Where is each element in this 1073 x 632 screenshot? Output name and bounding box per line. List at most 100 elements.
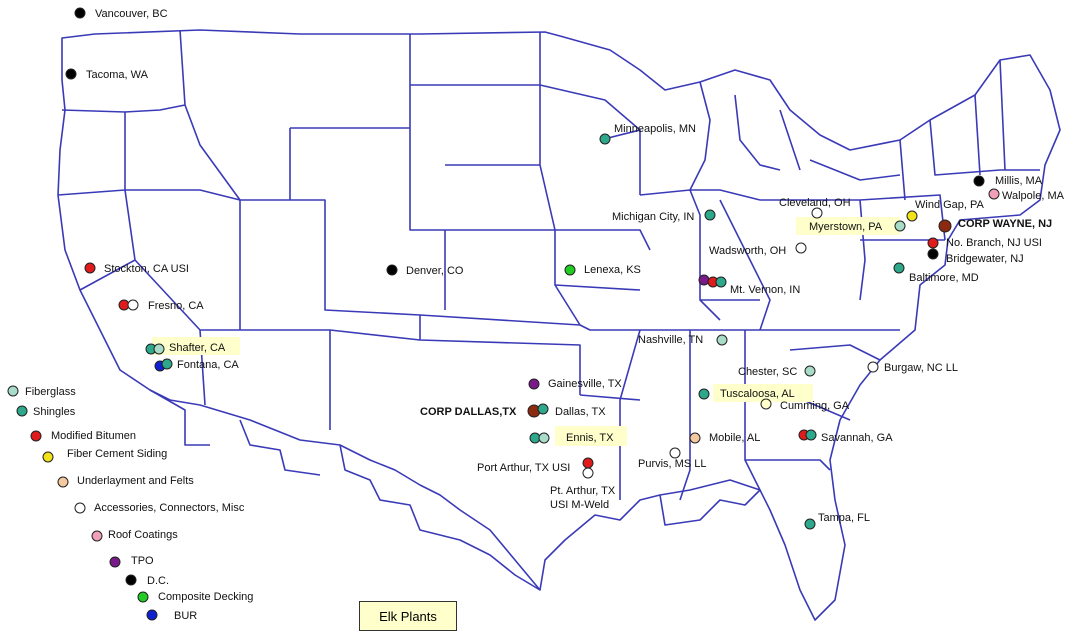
legend-label-modified-bitumen: Modified Bitumen	[51, 430, 136, 442]
marker-mt-vernon-3	[715, 276, 727, 288]
marker-ennis-2	[538, 432, 550, 444]
highlight-shafter	[152, 337, 240, 355]
highlight-tuscaloosa	[713, 384, 813, 402]
legend-swatch-fiber-cement	[42, 451, 54, 463]
marker-port-arthur-usi	[582, 457, 594, 469]
marker-pt-arthur	[582, 467, 594, 479]
legend-swatch-modified-bitumen	[30, 430, 42, 442]
marker-millis	[973, 175, 985, 187]
marker-no-branch	[927, 237, 939, 249]
legend: Fiberglass Shingles Modified Bitumen Fib…	[7, 385, 253, 622]
legend-swatch-shingles	[16, 405, 28, 417]
marker-tuscaloosa	[698, 388, 710, 400]
state-borders	[57, 29, 1061, 621]
legend-label-underlayment: Underlayment and Felts	[77, 475, 194, 487]
marker-fresno-2	[127, 299, 139, 311]
marker-fontana-2	[161, 358, 173, 370]
legend-label-roof-coatings: Roof Coatings	[108, 529, 178, 541]
label-mt-vernon: Mt. Vernon, IN	[730, 284, 800, 296]
legend-swatch-bur	[146, 609, 158, 621]
marker-nashville	[716, 334, 728, 346]
label-tampa: Tampa, FL	[818, 512, 870, 524]
marker-cumming	[760, 398, 772, 410]
label-burgaw: Burgaw, NC LL	[884, 362, 958, 374]
marker-mobile	[689, 432, 701, 444]
marker-denver	[386, 264, 398, 276]
label-nashville: Nashville, TN	[638, 334, 703, 346]
marker-minneapolis	[599, 133, 611, 145]
legend-label-fiber-cement: Fiber Cement Siding	[67, 448, 167, 460]
label-tuscaloosa: Tuscaloosa, AL	[720, 388, 795, 400]
great-lakes	[689, 81, 901, 191]
label-port-arthur-usi: Port Arthur, TX USI	[477, 462, 570, 474]
label-vancouver: Vancouver, BC	[95, 8, 168, 20]
label-usi-m-weld: USI M-Weld	[550, 499, 609, 511]
plant-markers	[65, 7, 1000, 530]
city-labels: Vancouver, BC Tacoma, WA Stockton, CA US…	[86, 8, 1065, 524]
label-walpole: Walpole, MA	[1002, 190, 1065, 202]
label-fontana: Fontana, CA	[177, 359, 239, 371]
label-corp-dallas: CORP DALLAS,TX	[420, 406, 517, 418]
marker-stockton	[84, 262, 96, 274]
legend-label-tpo: TPO	[131, 555, 154, 567]
label-ennis: Ennis, TX	[566, 432, 614, 444]
marker-wadsworth	[795, 242, 807, 254]
label-shafter: Shafter, CA	[169, 342, 226, 354]
label-chester: Chester, SC	[738, 366, 797, 378]
label-stockton: Stockton, CA USI	[104, 263, 189, 275]
marker-walpole	[988, 188, 1000, 200]
marker-burgaw	[867, 361, 879, 373]
marker-shafter-2	[153, 343, 165, 355]
marker-savannah-2	[805, 429, 817, 441]
label-corp-wayne: CORP WAYNE, NJ	[958, 218, 1052, 230]
legend-swatch-accessories	[74, 502, 86, 514]
label-dallas: Dallas, TX	[555, 406, 606, 418]
marker-purvis	[669, 447, 681, 459]
marker-lenexa	[564, 264, 576, 276]
label-gainesville: Gainesville, TX	[548, 378, 622, 390]
marker-vancouver	[74, 7, 86, 19]
label-baltimore: Baltimore, MD	[909, 272, 979, 284]
highlight-ennis	[555, 426, 627, 446]
label-myerstown: Myerstown, PA	[809, 221, 883, 233]
label-savannah: Savannah, GA	[821, 432, 893, 444]
label-wind-gap: Wind Gap, PA	[915, 199, 985, 211]
gulf-coast-detail	[149, 389, 761, 591]
marker-mt-vernon-1	[698, 274, 710, 286]
label-minneapolis: Minneapolis, MN	[614, 123, 696, 135]
marker-wind-gap	[906, 210, 918, 222]
marker-myerstown	[894, 220, 906, 232]
label-bridgewater: Bridgewater, NJ	[946, 253, 1024, 265]
label-cumming: Cumming, GA	[780, 400, 850, 412]
label-purvis: Purvis, MS LL	[638, 458, 706, 470]
label-lenexa: Lenexa, KS	[584, 264, 641, 276]
marker-gainesville	[528, 378, 540, 390]
marker-cleveland	[811, 207, 823, 219]
label-no-branch: No. Branch, NJ USI	[946, 237, 1042, 249]
label-denver: Denver, CO	[406, 265, 464, 277]
marker-baltimore	[893, 262, 905, 274]
legend-swatch-roof-coatings	[91, 530, 103, 542]
legend-label-dc: D.C.	[147, 575, 169, 587]
highlight-myerstown	[796, 217, 900, 235]
us-outline	[57, 29, 1061, 621]
marker-tampa	[804, 518, 816, 530]
marker-dallas	[537, 403, 549, 415]
label-fresno: Fresno, CA	[148, 300, 204, 312]
marker-bridgewater	[927, 248, 939, 260]
label-wadsworth: Wadsworth, OH	[709, 245, 786, 257]
label-pt-arthur: Pt. Arthur, TX	[550, 485, 616, 497]
marker-michigan-city	[704, 209, 716, 221]
legend-label-bur: BUR	[174, 610, 197, 622]
legend-label-composite-decking: Composite Decking	[158, 591, 253, 603]
label-cleveland: Cleveland, OH	[779, 197, 851, 209]
label-michigan-city: Michigan City, IN	[612, 211, 694, 223]
legend-swatch-fiberglass	[7, 385, 19, 397]
legend-swatch-composite-decking	[137, 591, 149, 603]
marker-tacoma	[65, 68, 77, 80]
label-mobile: Mobile, AL	[709, 432, 760, 444]
legend-swatch-tpo	[109, 556, 121, 568]
legend-swatch-dc	[125, 574, 137, 586]
legend-label-fiberglass: Fiberglass	[25, 386, 76, 398]
